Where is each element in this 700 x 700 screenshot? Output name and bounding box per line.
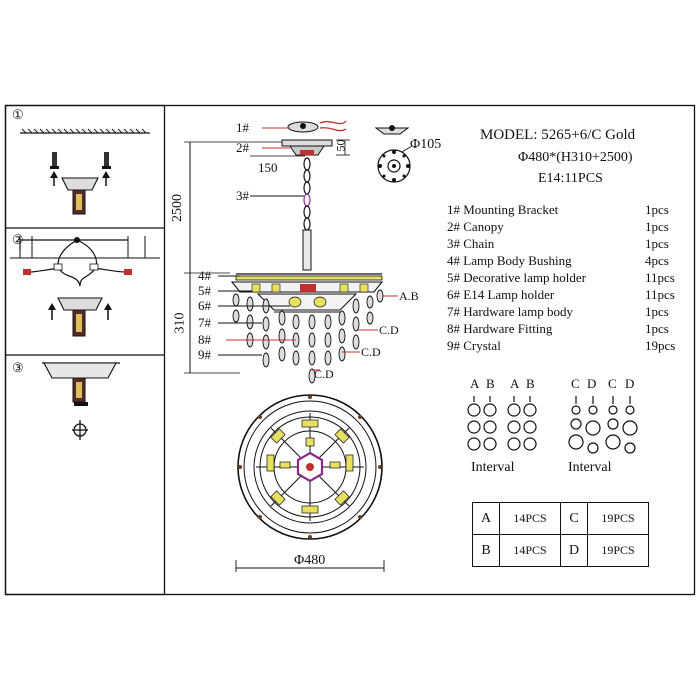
part-row: 8# Hardware Fitting 1pcs xyxy=(447,321,687,338)
part-label: 1# Mounting Bracket xyxy=(447,202,559,217)
steps-panel xyxy=(4,104,166,596)
part-qty: 1pcs xyxy=(645,219,669,234)
step2-number: ② xyxy=(12,232,24,247)
table-row: B 14PCS D 19PCS xyxy=(472,534,649,567)
part-qty: 4pcs xyxy=(645,253,669,268)
table-cell: C xyxy=(560,502,588,535)
dim-chain-length: 2500 xyxy=(170,194,185,222)
interval-crystals xyxy=(467,396,638,454)
interval-letter: D xyxy=(587,376,597,391)
step1-number: ① xyxy=(12,107,24,122)
dim-canopy-height: 50 xyxy=(333,139,348,152)
part-qty: 11pcs xyxy=(645,287,675,302)
dim-canopy-dia: Φ105 xyxy=(410,137,442,152)
part-row: 6# E14 Lamp holder 11pcs xyxy=(447,287,687,304)
table-cell: 19PCS xyxy=(587,502,649,535)
interval-label-1: Interval xyxy=(471,460,515,475)
part-row: 7# Hardware lamp body 1pcs xyxy=(447,304,687,321)
part-label: 9# Crystal xyxy=(447,338,501,353)
part-qty: 11pcs xyxy=(645,270,675,285)
interval-label-2: Interval xyxy=(568,460,612,475)
part-label: 6# E14 Lamp holder xyxy=(447,287,555,302)
table-cell: B xyxy=(472,534,500,567)
callout-3: 3# xyxy=(236,188,249,203)
callout-8: 8# xyxy=(198,332,211,347)
crystal-label-ab: A.B xyxy=(399,289,419,303)
part-label: 8# Hardware Fitting xyxy=(447,321,553,336)
table-cell: 19PCS xyxy=(587,534,649,567)
crystal-label-cd-1: C.D xyxy=(379,323,399,337)
part-qty: 1pcs xyxy=(645,321,669,336)
interval-letter: C xyxy=(571,376,580,391)
part-label: 7# Hardware lamp body xyxy=(447,304,573,319)
part-qty: 1pcs xyxy=(645,202,669,217)
callout-2: 2# xyxy=(236,140,249,155)
step3-number: ③ xyxy=(12,360,24,375)
table-cell: 14PCS xyxy=(499,534,561,567)
callout-leaders xyxy=(218,127,304,356)
interval-letter: A xyxy=(470,376,480,391)
part-qty: 1pcs xyxy=(645,304,669,319)
part-row: 4# Lamp Body Bushing 4pcs xyxy=(447,253,687,270)
callout-1: 1# xyxy=(236,120,249,135)
table-cell: A xyxy=(472,502,500,535)
table-row: A 14PCS C 19PCS xyxy=(472,502,649,535)
model-size: Φ480*(H310+2500) xyxy=(518,150,633,165)
crystal-count-table: A 14PCS C 19PCS B 14PCS D 19PCS xyxy=(472,502,649,567)
part-qty: 1pcs xyxy=(645,236,669,251)
part-qty: 19pcs xyxy=(645,338,676,353)
crystal-label-cd-3: C.D xyxy=(314,367,334,381)
dim-canopy-offset: 150 xyxy=(258,160,278,175)
model-lamps: E14:11PCS xyxy=(538,171,603,186)
callout-5: 5# xyxy=(198,283,211,298)
part-row: 9# Crystal 19pcs xyxy=(447,338,687,355)
table-cell: 14PCS xyxy=(499,502,561,535)
canopy-top-view xyxy=(374,125,413,183)
crystal-leaders xyxy=(312,295,398,371)
part-label: 3# Chain xyxy=(447,236,495,251)
callout-4: 4# xyxy=(198,268,211,283)
callout-6: 6# xyxy=(198,298,211,313)
interval-letter: B xyxy=(526,376,535,391)
step1-illustration xyxy=(20,128,150,215)
part-row: 1# Mounting Bracket 1pcs xyxy=(447,202,687,219)
model-title: MODEL: 5265+6/C Gold xyxy=(480,127,636,143)
interval-letter: A xyxy=(510,376,520,391)
callout-9: 9# xyxy=(198,347,211,362)
part-row: 3# Chain 1pcs xyxy=(447,236,687,253)
part-label: 5# Decorative lamp holder xyxy=(447,270,586,285)
crystal-label-cd-2: C.D xyxy=(361,345,381,359)
dim-diameter: Φ480 xyxy=(294,553,326,568)
step3-illustration xyxy=(42,362,120,440)
dim-body-height: 310 xyxy=(172,312,188,334)
interval-letter: C xyxy=(608,376,617,391)
callout-7: 7# xyxy=(198,315,211,330)
part-label: 2# Canopy xyxy=(447,219,504,234)
part-row: 5# Decorative lamp holder 11pcs xyxy=(447,270,687,287)
part-label: 4# Lamp Body Bushing xyxy=(447,253,572,268)
step2-illustration xyxy=(10,236,160,337)
interval-letter: D xyxy=(625,376,635,391)
part-row: 2# Canopy 1pcs xyxy=(447,219,687,236)
plan-view xyxy=(235,394,385,572)
table-cell: D xyxy=(560,534,588,567)
interval-letter: B xyxy=(486,376,495,391)
